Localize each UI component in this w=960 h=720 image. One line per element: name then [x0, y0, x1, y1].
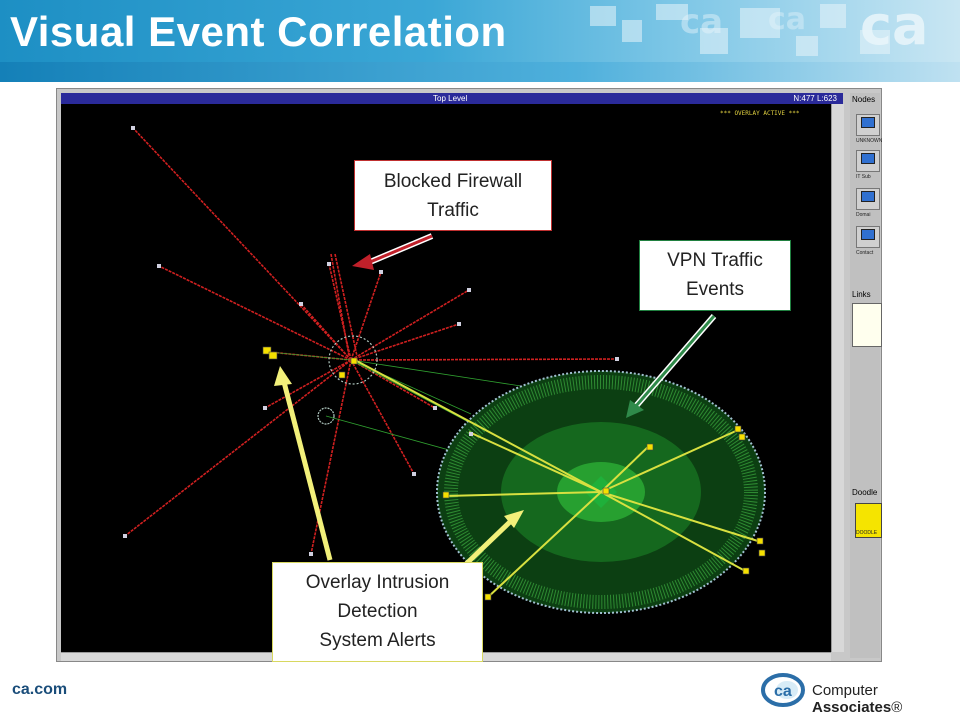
ca-logo: ca [860, 0, 929, 57]
node-link-count: N:477 L:623 [793, 94, 837, 103]
ids-arrow-right [464, 510, 524, 566]
node-palette-caption: Contact [856, 250, 874, 256]
node-palette-item-3[interactable] [856, 188, 880, 210]
ca-logo-icon: ca [761, 673, 805, 707]
node-palette-caption: IT Sub [856, 174, 871, 180]
callout-line: Detection [337, 601, 418, 622]
doodle-palette-item[interactable] [855, 503, 882, 538]
doodle-panel-label: Doodle [852, 488, 878, 497]
computer-icon [861, 153, 875, 164]
brand-mark: ® [891, 699, 903, 716]
firewall-arrow [352, 233, 434, 270]
ids-alert-nodes [262, 346, 766, 601]
node-palette-caption: UNKNOWN [856, 138, 883, 144]
ca-logo-watermark: ca [680, 2, 724, 42]
overlay-status: *** OVERLAY ACTIVE *** [720, 110, 800, 117]
map-window-titlebar: Top Level N:477 L:623 [61, 93, 843, 104]
callout-line: VPN Traffic [667, 250, 763, 271]
footer-url: ca.com [12, 681, 68, 698]
ca-logo-pattern: ca ca ca [560, 0, 960, 62]
firewall-callout: Blocked Firewall Traffic [354, 160, 552, 231]
header-stripe [0, 62, 960, 82]
slide-header: ca ca ca Visual Event Correlation [0, 0, 960, 62]
callout-line: System Alerts [319, 630, 436, 651]
nodes-panel-label: Nodes [852, 95, 876, 104]
callout-line: Traffic [427, 200, 479, 221]
computer-icon [861, 191, 875, 202]
map-vertical-scrollbar[interactable] [831, 104, 844, 652]
doodle-caption: DOODLE [856, 530, 878, 536]
brand-name: Computer Associates® [812, 682, 960, 716]
brand-bold: Associates [812, 699, 892, 716]
firewall-hub [317, 335, 378, 425]
node-palette-item-4[interactable] [856, 226, 880, 248]
map-window-title: Top Level [433, 94, 468, 103]
side-panel [850, 93, 880, 658]
links-palette[interactable] [852, 303, 882, 347]
intrusion-alert-links [354, 359, 762, 599]
slide-title: Visual Event Correlation [10, 8, 507, 55]
ca-logo-watermark: ca [768, 2, 807, 37]
topology-graph [123, 126, 766, 614]
vpn-arrow [626, 314, 717, 418]
ca-logo-text: ca [774, 683, 792, 700]
brand-prefix: Computer [812, 682, 878, 699]
network-nodes [123, 126, 619, 556]
node-palette-item-2[interactable] [856, 150, 880, 172]
links-panel-label: Links [852, 290, 871, 299]
vpn-callout: VPN Traffic Events [639, 240, 791, 311]
callout-line: Overlay Intrusion [305, 572, 450, 593]
node-palette-item-1[interactable] [856, 114, 880, 136]
computer-icon [861, 229, 875, 240]
computer-icon [861, 117, 875, 128]
ids-arrow-left [274, 366, 333, 561]
node-palette-caption: Domai [856, 212, 871, 218]
ids-callout: Overlay Intrusion Detection System Alert… [272, 562, 483, 662]
callout-line: Events [685, 279, 745, 300]
callout-line: Blocked Firewall [383, 171, 523, 192]
